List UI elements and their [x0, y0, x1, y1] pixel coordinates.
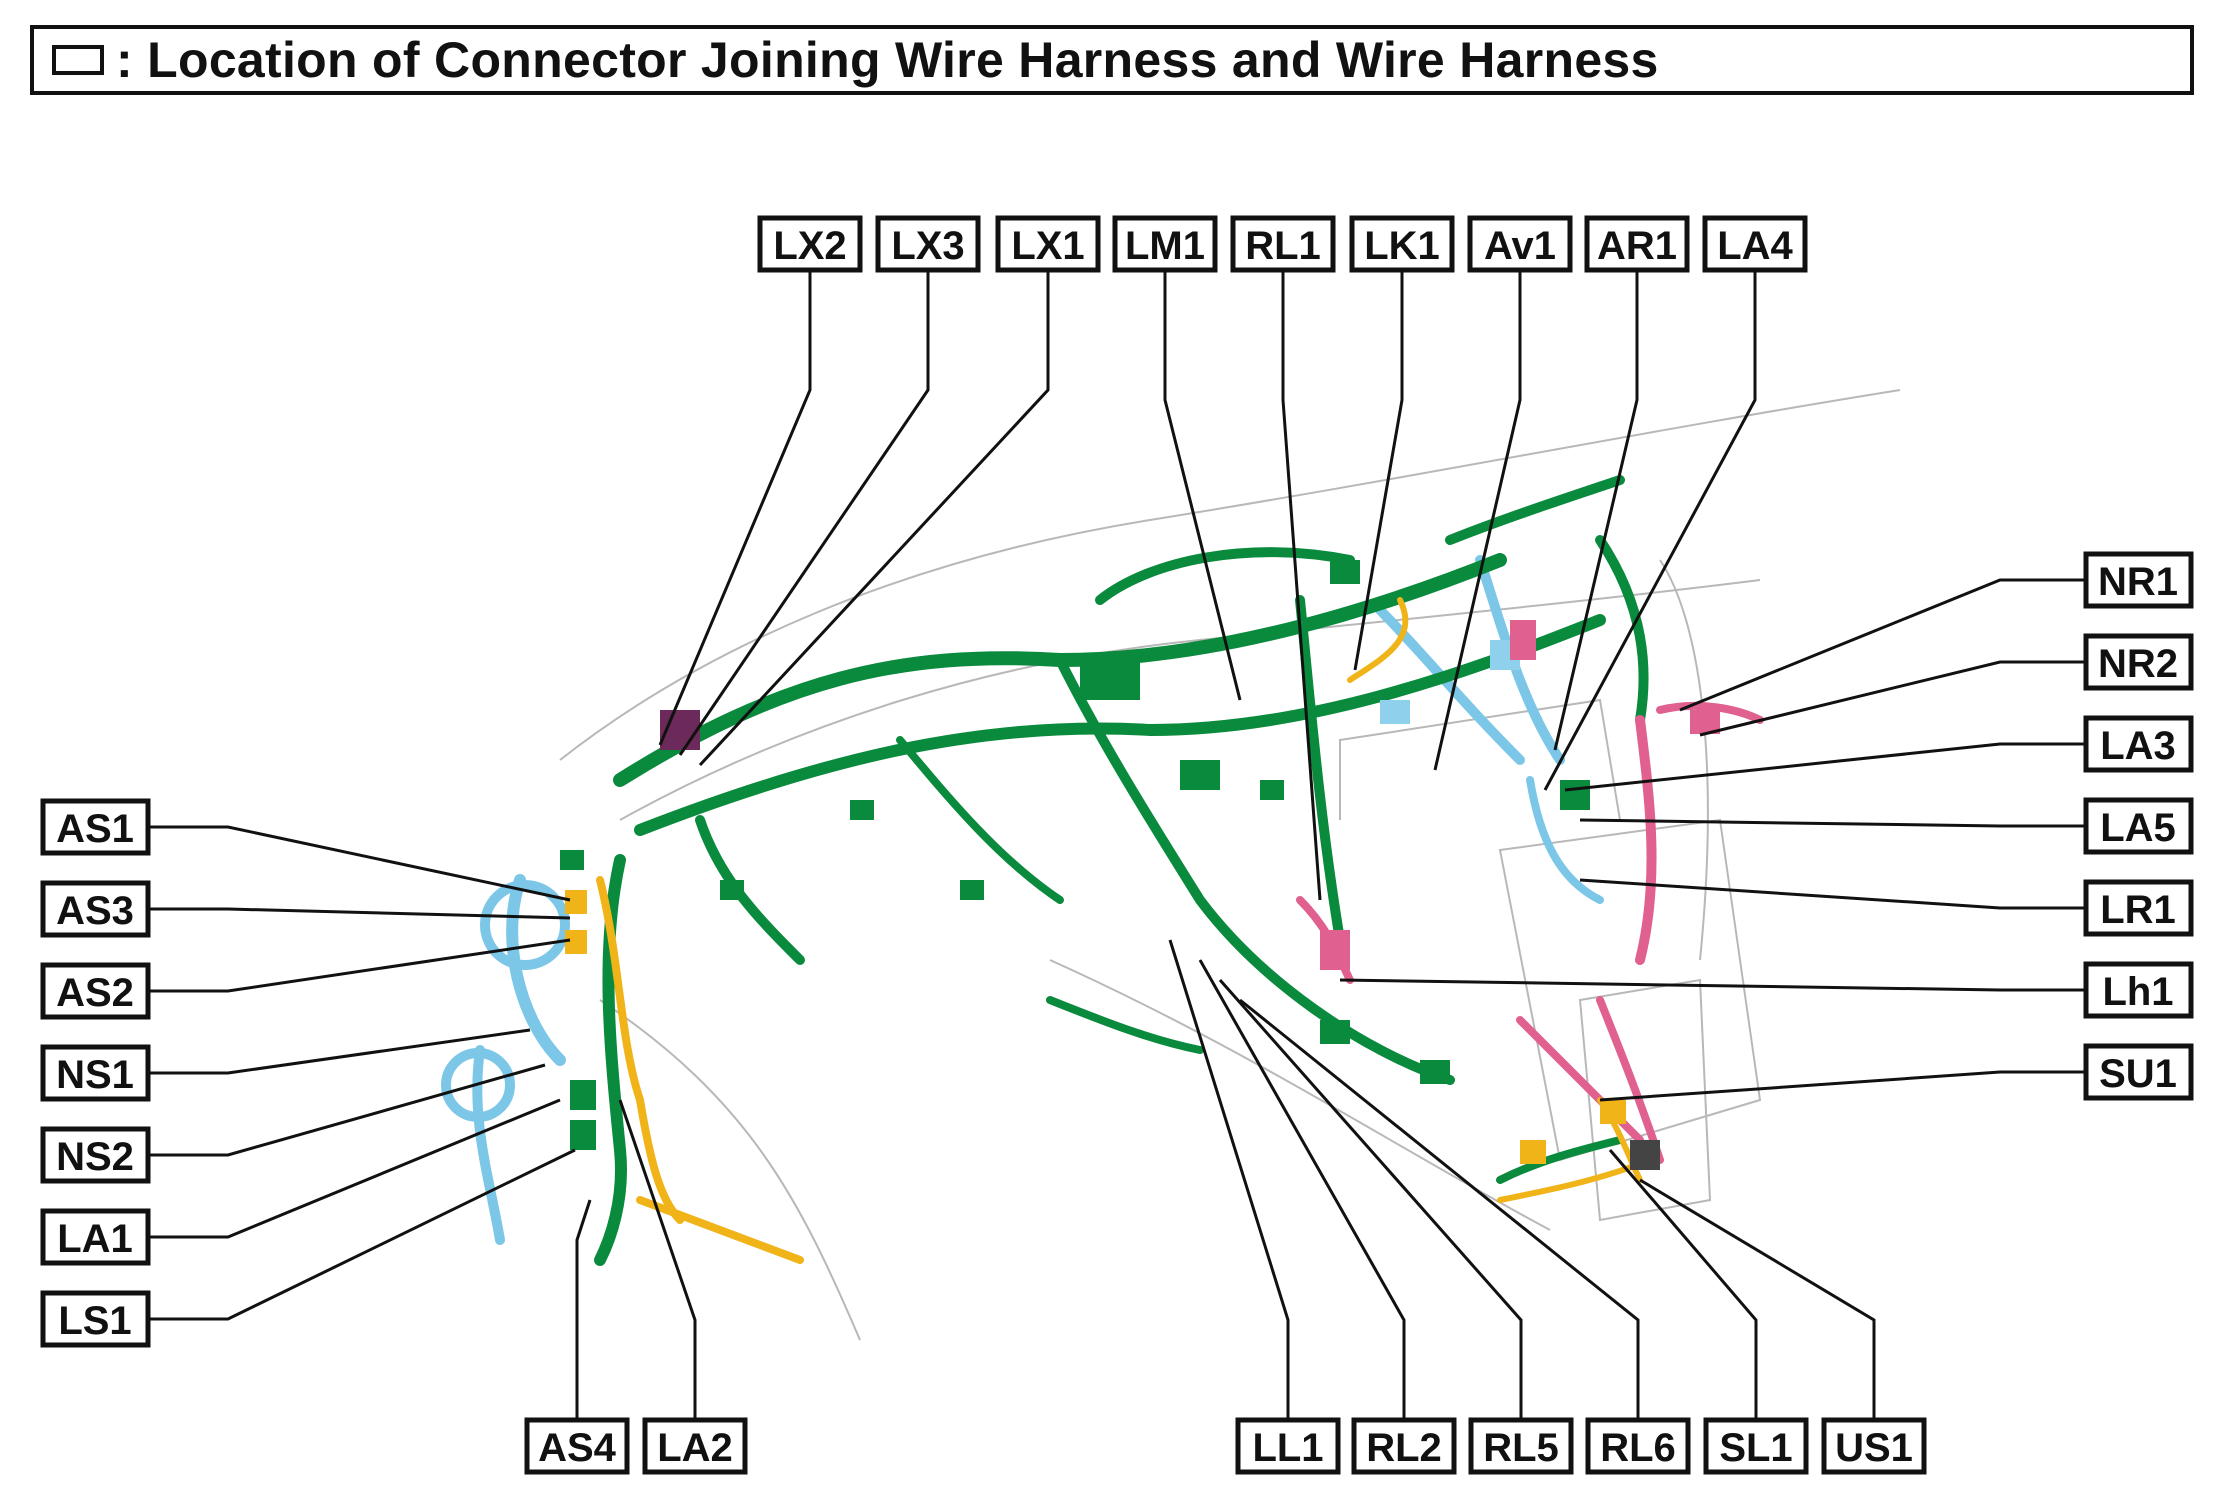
label-Lh1[interactable]: Lh1	[2083, 961, 2194, 1019]
label-text: Av1	[1484, 224, 1556, 268]
label-text: LA3	[2100, 724, 2176, 768]
leader-lines	[148, 270, 2086, 1420]
label-text: AR1	[1597, 224, 1677, 268]
label-text: AS1	[56, 807, 134, 851]
label-text: RL5	[1483, 1426, 1559, 1470]
label-LK1[interactable]: LK1	[1349, 215, 1455, 273]
label-NR2[interactable]: NR2	[2083, 633, 2194, 691]
label-text: AS3	[56, 889, 134, 933]
label-text: RL6	[1600, 1426, 1676, 1470]
harness-wiring	[441, 475, 1764, 1266]
label-text: LM1	[1125, 224, 1205, 268]
label-LL1[interactable]: LL1	[1235, 1417, 1341, 1475]
label-LX1[interactable]: LX1	[995, 215, 1101, 273]
instrument-panel-outline	[559, 389, 1901, 1341]
label-text: NR2	[2098, 642, 2178, 686]
label-text: LX2	[773, 224, 846, 268]
label-text: SU1	[2099, 1052, 2177, 1096]
label-text: LA2	[657, 1426, 733, 1470]
connector-blocks	[560, 560, 1720, 1170]
label-text: RL1	[1245, 224, 1321, 268]
label-text: LA1	[57, 1217, 133, 1261]
label-text: Lh1	[2102, 970, 2173, 1014]
label-NR1[interactable]: NR1	[2083, 551, 2194, 609]
label-text: LL1	[1252, 1426, 1323, 1470]
label-LA5[interactable]: LA5	[2083, 797, 2194, 855]
page-title: : Location of Connector Joining Wire Har…	[116, 32, 1659, 88]
label-NS2[interactable]: NS2	[40, 1126, 151, 1184]
label-AS2[interactable]: AS2	[40, 962, 151, 1020]
label-text: SL1	[1719, 1426, 1792, 1470]
label-text: NS1	[56, 1053, 134, 1097]
label-text: NR1	[2098, 560, 2178, 604]
label-RL5[interactable]: RL5	[1468, 1417, 1574, 1475]
label-LA1[interactable]: LA1	[40, 1208, 151, 1266]
label-AS4[interactable]: AS4	[524, 1417, 630, 1475]
label-LM1[interactable]: LM1	[1112, 215, 1218, 273]
label-LX3[interactable]: LX3	[875, 215, 981, 273]
label-RL6[interactable]: RL6	[1585, 1417, 1691, 1475]
label-US1[interactable]: US1	[1821, 1417, 1927, 1475]
label-AS1[interactable]: AS1	[40, 798, 151, 856]
label-text: NS2	[56, 1135, 134, 1179]
label-Av1[interactable]: Av1	[1467, 215, 1573, 273]
label-text: LK1	[1364, 224, 1440, 268]
title-banner: : Location of Connector Joining Wire Har…	[30, 25, 2194, 95]
label-text: AS4	[538, 1426, 617, 1470]
label-LA4[interactable]: LA4	[1702, 215, 1808, 273]
label-text: LA5	[2100, 806, 2176, 850]
label-text: RL2	[1366, 1426, 1442, 1470]
label-text: LS1	[58, 1299, 131, 1343]
label-AR1[interactable]: AR1	[1584, 215, 1690, 273]
label-RL1[interactable]: RL1	[1230, 215, 1336, 273]
label-LX2[interactable]: LX2	[757, 215, 863, 273]
label-text: LA4	[1717, 224, 1793, 268]
label-text: LX1	[1011, 224, 1084, 268]
label-text: US1	[1835, 1426, 1913, 1470]
label-AS3[interactable]: AS3	[40, 880, 151, 938]
label-LA3[interactable]: LA3	[2083, 715, 2194, 773]
label-NS1[interactable]: NS1	[40, 1044, 151, 1102]
label-text: LR1	[2100, 888, 2176, 932]
label-LA2[interactable]: LA2	[642, 1417, 748, 1475]
connector-legend-symbol-icon	[52, 45, 104, 75]
label-SL1[interactable]: SL1	[1703, 1417, 1809, 1475]
label-LR1[interactable]: LR1	[2083, 879, 2194, 937]
label-RL2[interactable]: RL2	[1351, 1417, 1457, 1475]
label-text: AS2	[56, 971, 134, 1015]
label-SU1[interactable]: SU1	[2083, 1043, 2194, 1101]
label-LS1[interactable]: LS1	[40, 1290, 151, 1348]
label-text: LX3	[891, 224, 964, 268]
